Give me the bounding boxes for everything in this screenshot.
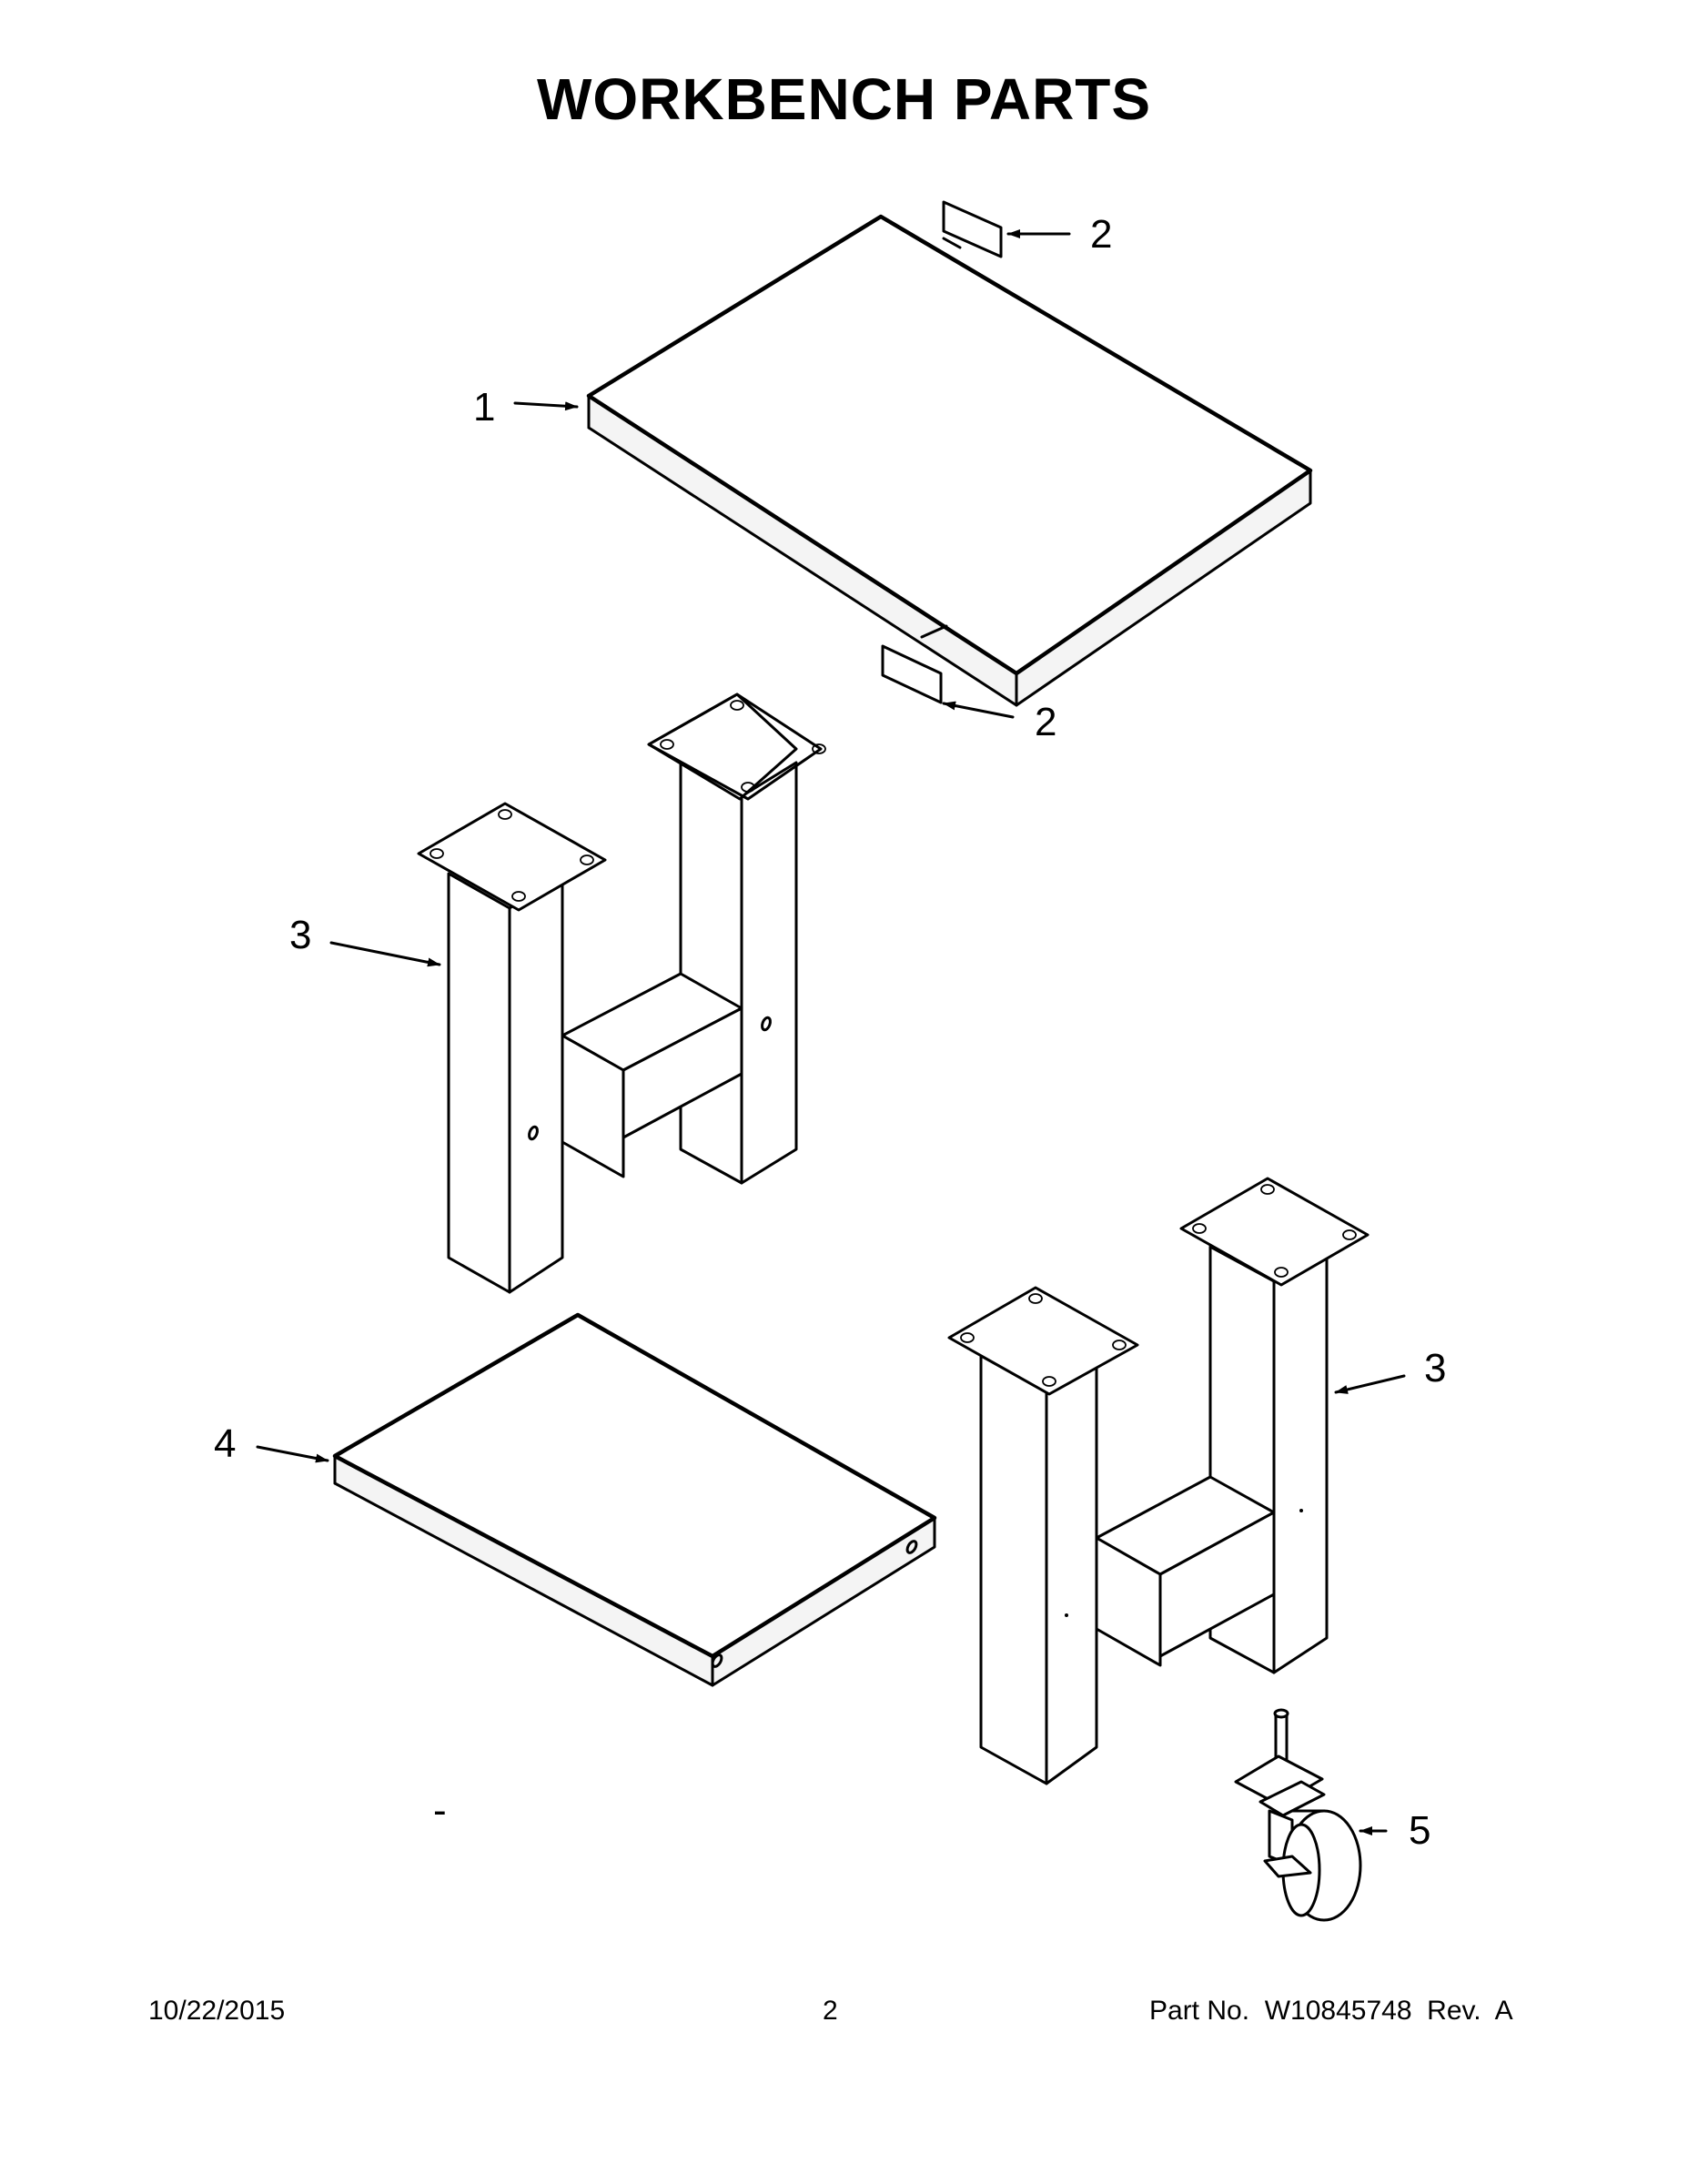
page-title: WORKBENCH PARTS [536, 66, 1152, 132]
callout-3-left: 3 [289, 913, 312, 957]
label-bottom-drawing [881, 624, 948, 704]
leg-assembly-right-drawing [947, 1177, 1370, 1785]
leader-arrows [256, 229, 1406, 1835]
stray-dash: - [433, 1788, 447, 1833]
caster-drawing [1234, 1708, 1362, 1922]
footer-date: 10/22/2015 [148, 1996, 286, 2026]
callout-3-right: 3 [1424, 1346, 1447, 1390]
workbench-top-drawing [586, 214, 1313, 707]
footer-part-number: Part No. W10845748 Rev. A [1149, 1996, 1513, 2026]
footer-page-number: 2 [823, 1996, 838, 2026]
callout-2-bottom: 2 [1035, 700, 1057, 744]
callout-1: 1 [473, 385, 496, 430]
leg-assembly-left-drawing [417, 693, 826, 1294]
lower-shelf-drawing [332, 1312, 937, 1687]
callout-5: 5 [1409, 1808, 1431, 1853]
callout-4: 4 [214, 1421, 237, 1466]
label-top-drawing [942, 200, 1003, 258]
callout-2-top: 2 [1090, 212, 1113, 257]
